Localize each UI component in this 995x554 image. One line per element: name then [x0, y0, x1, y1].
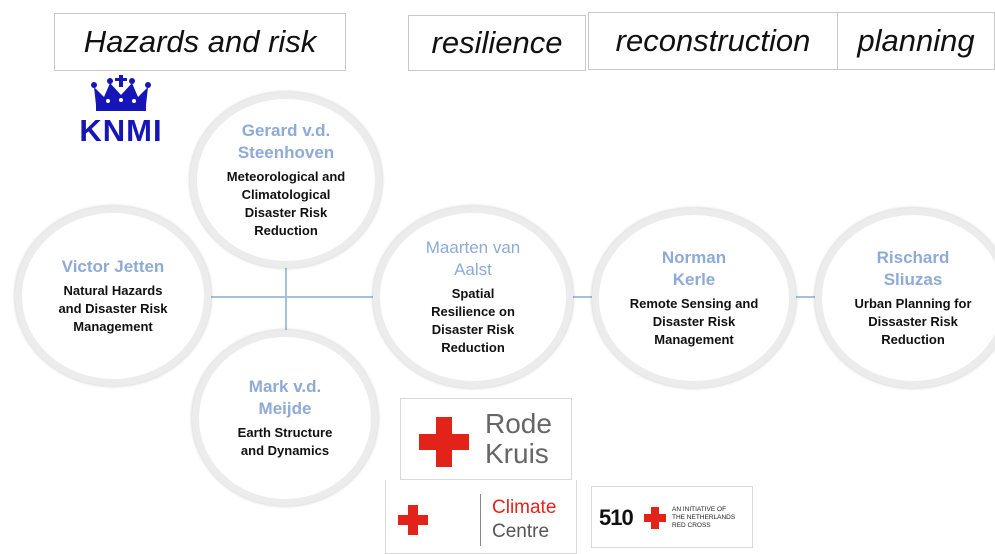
person-role: Earth Structure and Dynamics [237, 425, 333, 458]
node-mark-meijde: Mark v.d. Meijde Earth Structure and Dyn… [192, 330, 378, 506]
rode-kruis-text: Rode Kruis [485, 409, 552, 469]
divider [480, 494, 481, 546]
rode-kruis-line1: Rode [485, 408, 552, 439]
knmi-logo: KNMI [76, 75, 166, 150]
person-name: Victor Jetten [61, 257, 165, 276]
red-cross-icon [644, 507, 666, 529]
person-name: Norman Kerle [661, 248, 727, 289]
tagline-line1: AN INITIATIVE OF [672, 506, 727, 513]
person-name: Rischard Sliuzas [876, 248, 950, 289]
header-label: resilience [431, 25, 563, 60]
climate-centre-logo: Climate Centre [385, 480, 577, 554]
person-role: Natural Hazards and Disaster Risk Manage… [58, 283, 168, 334]
node-rischard-sliuzas: Rischard Sliuzas Urban Planning for Diss… [815, 208, 995, 388]
node-gerard-steenhoven: Gerard v.d. Steenhoven Meteorological an… [190, 92, 382, 268]
header-label: Hazards and risk [83, 24, 317, 59]
person-name: Maarten van Aalst [425, 238, 521, 279]
red-crescent-icon [441, 505, 456, 535]
person-name: Mark v.d. Meijde [248, 377, 322, 418]
person-role: Spatial Resilience on Disaster Risk Redu… [431, 286, 515, 355]
header-hazards-and-risk: Hazards and risk [54, 13, 346, 71]
person-name: Gerard v.d. Steenhoven [237, 121, 335, 162]
knmi-wordmark: KNMI [79, 113, 163, 148]
header-reconstruction: reconstruction [588, 12, 838, 70]
climate-text: Climate [492, 497, 557, 518]
person-role: Meteorological and Climatological Disast… [226, 169, 346, 238]
node-victor-jetten: Victor Jetten Natural Hazards and Disast… [15, 206, 211, 386]
centre-text: Centre [492, 521, 550, 542]
node-maarten-van-aalst: Maarten van Aalst Spatial Resilience on … [373, 206, 573, 388]
five-ten-logo: 510 AN INITIATIVE OF THE NETHERLANDS RED… [591, 486, 753, 548]
rode-kruis-logo: Rode Kruis [400, 398, 572, 480]
header-label: reconstruction [615, 23, 811, 58]
person-role: Remote Sensing and Disaster Risk Managem… [629, 296, 759, 347]
header-planning: planning [837, 12, 995, 70]
red-cross-icon [398, 505, 428, 535]
header-label: planning [857, 23, 975, 58]
crown-icon [91, 75, 151, 111]
red-cross-icon [419, 417, 469, 467]
person-role: Urban Planning for Dissaster Risk Reduct… [854, 296, 972, 347]
connector-vertical [285, 250, 287, 340]
tagline-line3: RED CROSS [672, 522, 711, 529]
rode-kruis-line2: Kruis [485, 438, 549, 469]
five-ten-tagline: AN INITIATIVE OF THE NETHERLANDS RED CRO… [672, 506, 735, 530]
climate-centre-text: Climate Centre [492, 496, 556, 544]
five-ten-number: 510 [599, 505, 634, 530]
tagline-line2: THE NETHERLANDS [672, 514, 736, 521]
header-resilience: resilience [408, 15, 586, 71]
node-norman-kerle: Norman Kerle Remote Sensing and Disaster… [592, 208, 796, 388]
